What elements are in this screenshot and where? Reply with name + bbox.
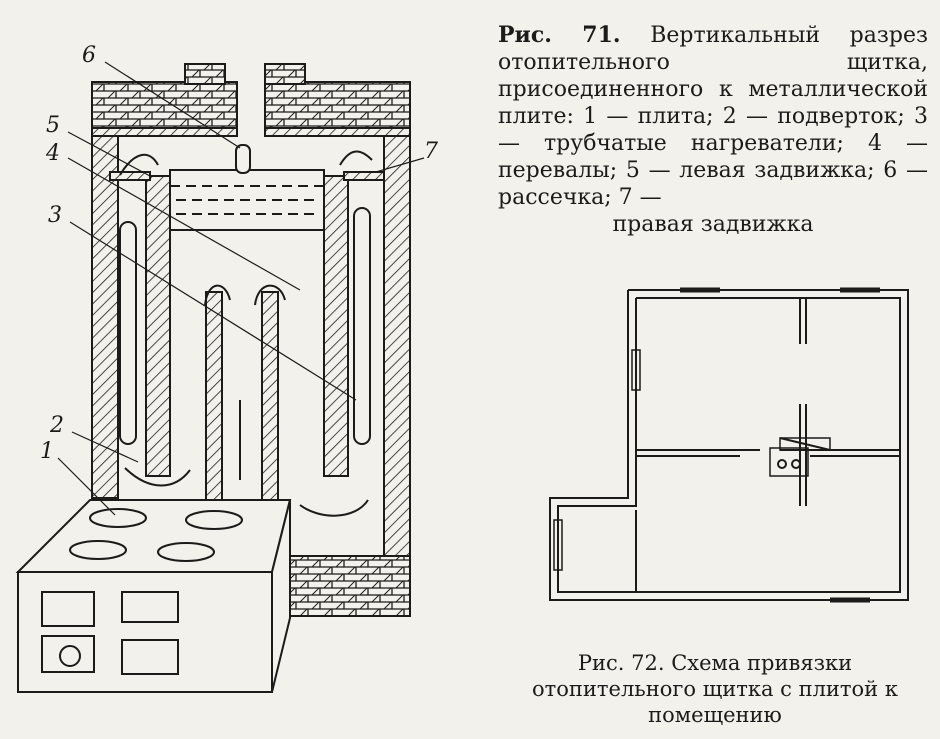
- burner-4: [157, 542, 215, 562]
- cooker-door-4: [121, 639, 179, 675]
- label-2: 2: [49, 413, 64, 438]
- label-7: 7: [424, 139, 438, 164]
- partition-center-left: [205, 291, 223, 503]
- figure-72-caption: Рис. 72. Схема привязки отопительного щи…: [510, 650, 920, 728]
- label-5: 5: [46, 113, 60, 138]
- figure-72-floorplan: [549, 287, 909, 603]
- figure-72-caption-lead: Рис. 72.: [577, 651, 665, 675]
- heating-panel: [779, 437, 831, 451]
- top-brick-cap-right: [264, 81, 411, 131]
- label-1: 1: [40, 439, 54, 464]
- figure-71-caption-text: Вертикальный разрез отопительного щитка,…: [498, 23, 928, 210]
- top-slab-right: [264, 127, 411, 137]
- figure-71-drawing: 6 5 4 3 2 1 7: [15, 43, 438, 693]
- cooker-knob: [59, 645, 81, 667]
- label-4: 4: [45, 141, 60, 166]
- base-brick: [279, 555, 411, 617]
- stove-block: [769, 447, 809, 477]
- burner-2: [185, 510, 243, 530]
- cooker-door-2: [121, 591, 179, 623]
- right-damper: [343, 171, 385, 181]
- label-6: 6: [82, 43, 96, 68]
- cooker-door-1: [41, 591, 95, 627]
- figure-72-caption-text: Схема привязки отопительного щитка с пли…: [532, 651, 898, 727]
- outer-wall-left: [91, 135, 119, 499]
- cooker-top: [15, 499, 292, 573]
- outer-wall-right: [383, 135, 411, 559]
- burner-1: [89, 508, 147, 528]
- partition-right: [323, 175, 349, 477]
- figure-71-caption-lead: Рис. 71.: [498, 22, 621, 48]
- window-left-1: [631, 349, 641, 391]
- window-left-2: [553, 519, 563, 571]
- divider-6: [235, 144, 251, 174]
- heater-tube-right: [353, 207, 371, 445]
- chimney-stub-right: [264, 63, 306, 85]
- top-slab-left: [91, 127, 238, 137]
- partition-center-right: [261, 291, 279, 503]
- chimney-stub-left: [184, 63, 226, 85]
- label-3: 3: [48, 203, 62, 228]
- partition-left: [145, 175, 171, 477]
- heater-tube-left: [119, 221, 137, 445]
- figure-71-caption-last: правая задвижка: [612, 212, 814, 237]
- burner-3: [69, 540, 127, 560]
- figure-71-caption: Рис. 71. Вертикальный разрез отопительно…: [498, 22, 928, 238]
- top-brick-cap-left: [91, 81, 238, 131]
